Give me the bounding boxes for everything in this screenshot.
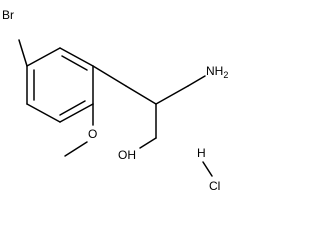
ring-bond-3	[59, 103, 94, 123]
ether-oxygen-label: O	[88, 127, 97, 141]
h-cl-bond	[202, 161, 213, 177]
ch2-n-bond	[187, 75, 206, 87]
amine-label: NH2	[206, 64, 228, 80]
ring-bond-1	[59, 47, 94, 67]
hcl-chlorine-label: Cl	[209, 179, 220, 193]
ring-bond-4	[26, 103, 61, 123]
hydroxyl-label: OH	[118, 148, 136, 162]
ch-ch2-amine-bond	[155, 85, 189, 105]
c-br-bond	[18, 39, 28, 67]
o-methyl-bond	[64, 141, 88, 157]
hcl-hydrogen-label: H	[197, 146, 206, 160]
benzene-ring	[26, 47, 94, 123]
ch2-oh-bond	[139, 137, 157, 149]
amine-subscript: 2	[223, 70, 228, 80]
structural-formula: Br NH2 OH O H Cl	[2, 8, 228, 193]
ring-bond-6	[26, 47, 61, 67]
ch2-ch-bond	[125, 85, 157, 105]
ring-double-bond-2	[59, 100, 86, 116]
structure-canvas: Br NH2 OH O H Cl	[2, 8, 228, 193]
ring-double-bond-1	[61, 55, 88, 71]
aryl-ch2-bond	[92, 65, 127, 87]
bromine-label: Br	[2, 8, 14, 22]
